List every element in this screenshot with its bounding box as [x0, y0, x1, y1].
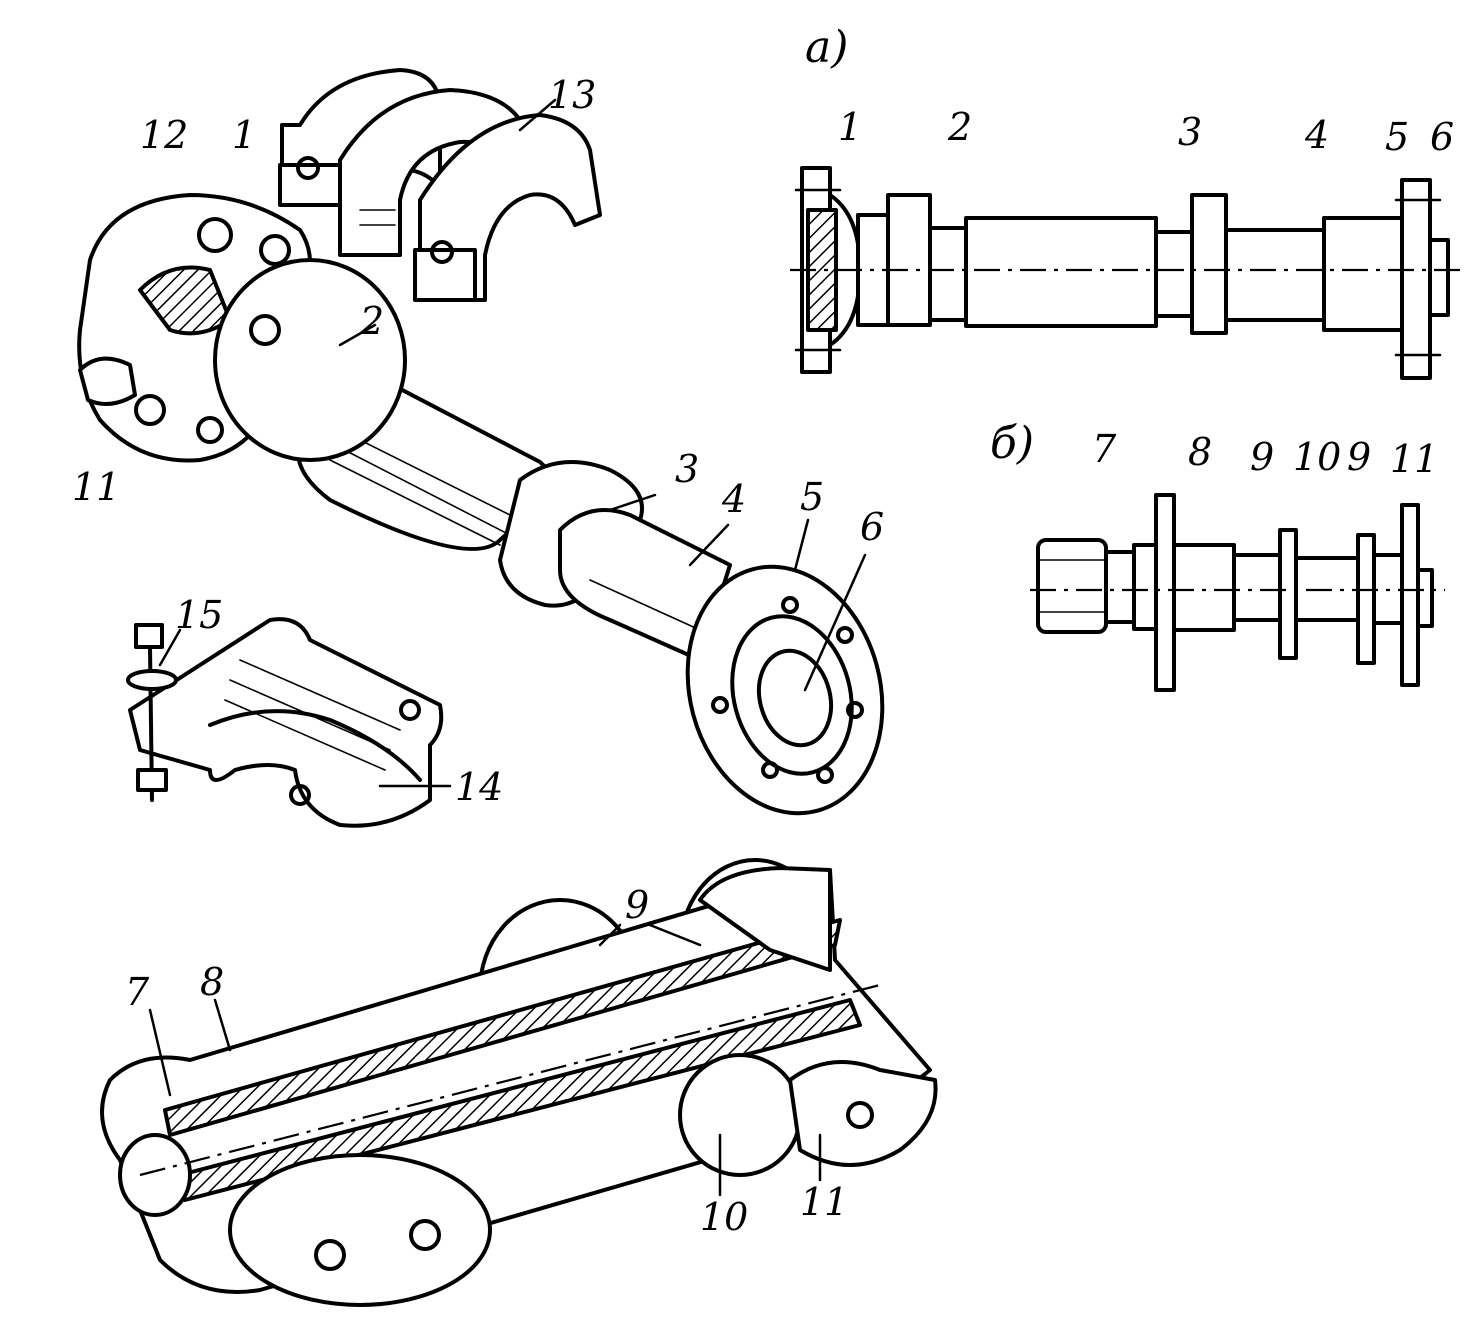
- cutaway-section-upper: [163, 918, 842, 1137]
- label-b-8: 8: [1188, 430, 1212, 474]
- view-b-flange-11: [1400, 503, 1420, 687]
- label-iso-12: 12: [140, 113, 188, 157]
- cutaway-bore-7: [118, 1133, 192, 1217]
- label-a-2: 2: [947, 105, 972, 149]
- view-a-collar-2: [886, 193, 932, 327]
- label-bh-15: 15: [175, 593, 223, 637]
- cutaway-flange-11: [788, 1060, 938, 1167]
- label-iso-4: 4: [721, 477, 746, 521]
- label-iso-6: 6: [860, 505, 884, 549]
- label-b-9b: 9: [1347, 435, 1371, 479]
- label-b-9a: 9: [1250, 435, 1274, 479]
- label-cut-10: 10: [700, 1195, 748, 1239]
- label-cut-7: 7: [125, 970, 150, 1014]
- label-iso-11: 11: [72, 465, 120, 509]
- labels-bearing-half: 15 14: [158, 593, 503, 809]
- label-iso-1: 1: [232, 113, 256, 157]
- caption-view-a: а): [805, 22, 848, 73]
- label-cut-11: 11: [800, 1180, 848, 1224]
- cutaway-flange-8: [213, 258, 407, 462]
- view-b-disc-9a: [1278, 528, 1298, 660]
- bolt-12: [197, 217, 233, 253]
- view-a-flange-right: [1400, 178, 1432, 380]
- label-cut-8: 8: [200, 960, 224, 1004]
- cutaway-journal-10: [678, 1053, 802, 1177]
- view-b-disc-9b: [1356, 533, 1376, 665]
- label-b-11: 11: [1390, 437, 1438, 481]
- label-iso-3: 3: [675, 447, 699, 491]
- bearing-half-14: [126, 617, 444, 828]
- label-cut-9: 9: [625, 883, 649, 927]
- bearing-half-body: [128, 617, 444, 828]
- caption-view-b: б): [990, 418, 1034, 469]
- label-b-10: 10: [1293, 435, 1341, 479]
- bolt-11: [134, 394, 166, 426]
- cutaway-shaft: [100, 258, 938, 1307]
- bolt-15-head: [134, 623, 164, 649]
- label-bh-14: 14: [455, 765, 503, 809]
- view-a-journal-4: [1322, 216, 1404, 332]
- bearing-caps-13: [278, 68, 602, 302]
- labels-view-a: 1 2 3 4 5 6: [838, 105, 1454, 159]
- view-a-nut-6: [1428, 238, 1450, 317]
- label-iso-13: 13: [548, 73, 596, 117]
- label-b-7: 7: [1092, 427, 1117, 471]
- label-a-4: 4: [1304, 113, 1329, 157]
- view-b-shaft: [1030, 493, 1445, 692]
- labels-iso-shaft: 12 1 13 2 11 3 4 5 6: [72, 73, 884, 692]
- labels-view-b: 7 8 9 10 9 11: [1092, 427, 1438, 481]
- labels-cutaway: 9 7 8 10 11: [125, 883, 848, 1239]
- label-a-1: 1: [838, 105, 862, 149]
- label-a-5: 5: [1385, 115, 1409, 159]
- view-a-collar-3: [1190, 193, 1228, 335]
- view-a-shaft: [790, 166, 1460, 380]
- label-a-6: 6: [1430, 115, 1454, 159]
- label-a-3: 3: [1178, 110, 1202, 154]
- label-iso-5: 5: [800, 475, 824, 519]
- label-iso-2: 2: [359, 299, 384, 343]
- view-a-main-journal: [964, 216, 1158, 328]
- view-b-flange-8: [1154, 493, 1176, 692]
- view-b-end-7: [1036, 538, 1108, 634]
- cutaway-front-flange: [228, 1153, 492, 1307]
